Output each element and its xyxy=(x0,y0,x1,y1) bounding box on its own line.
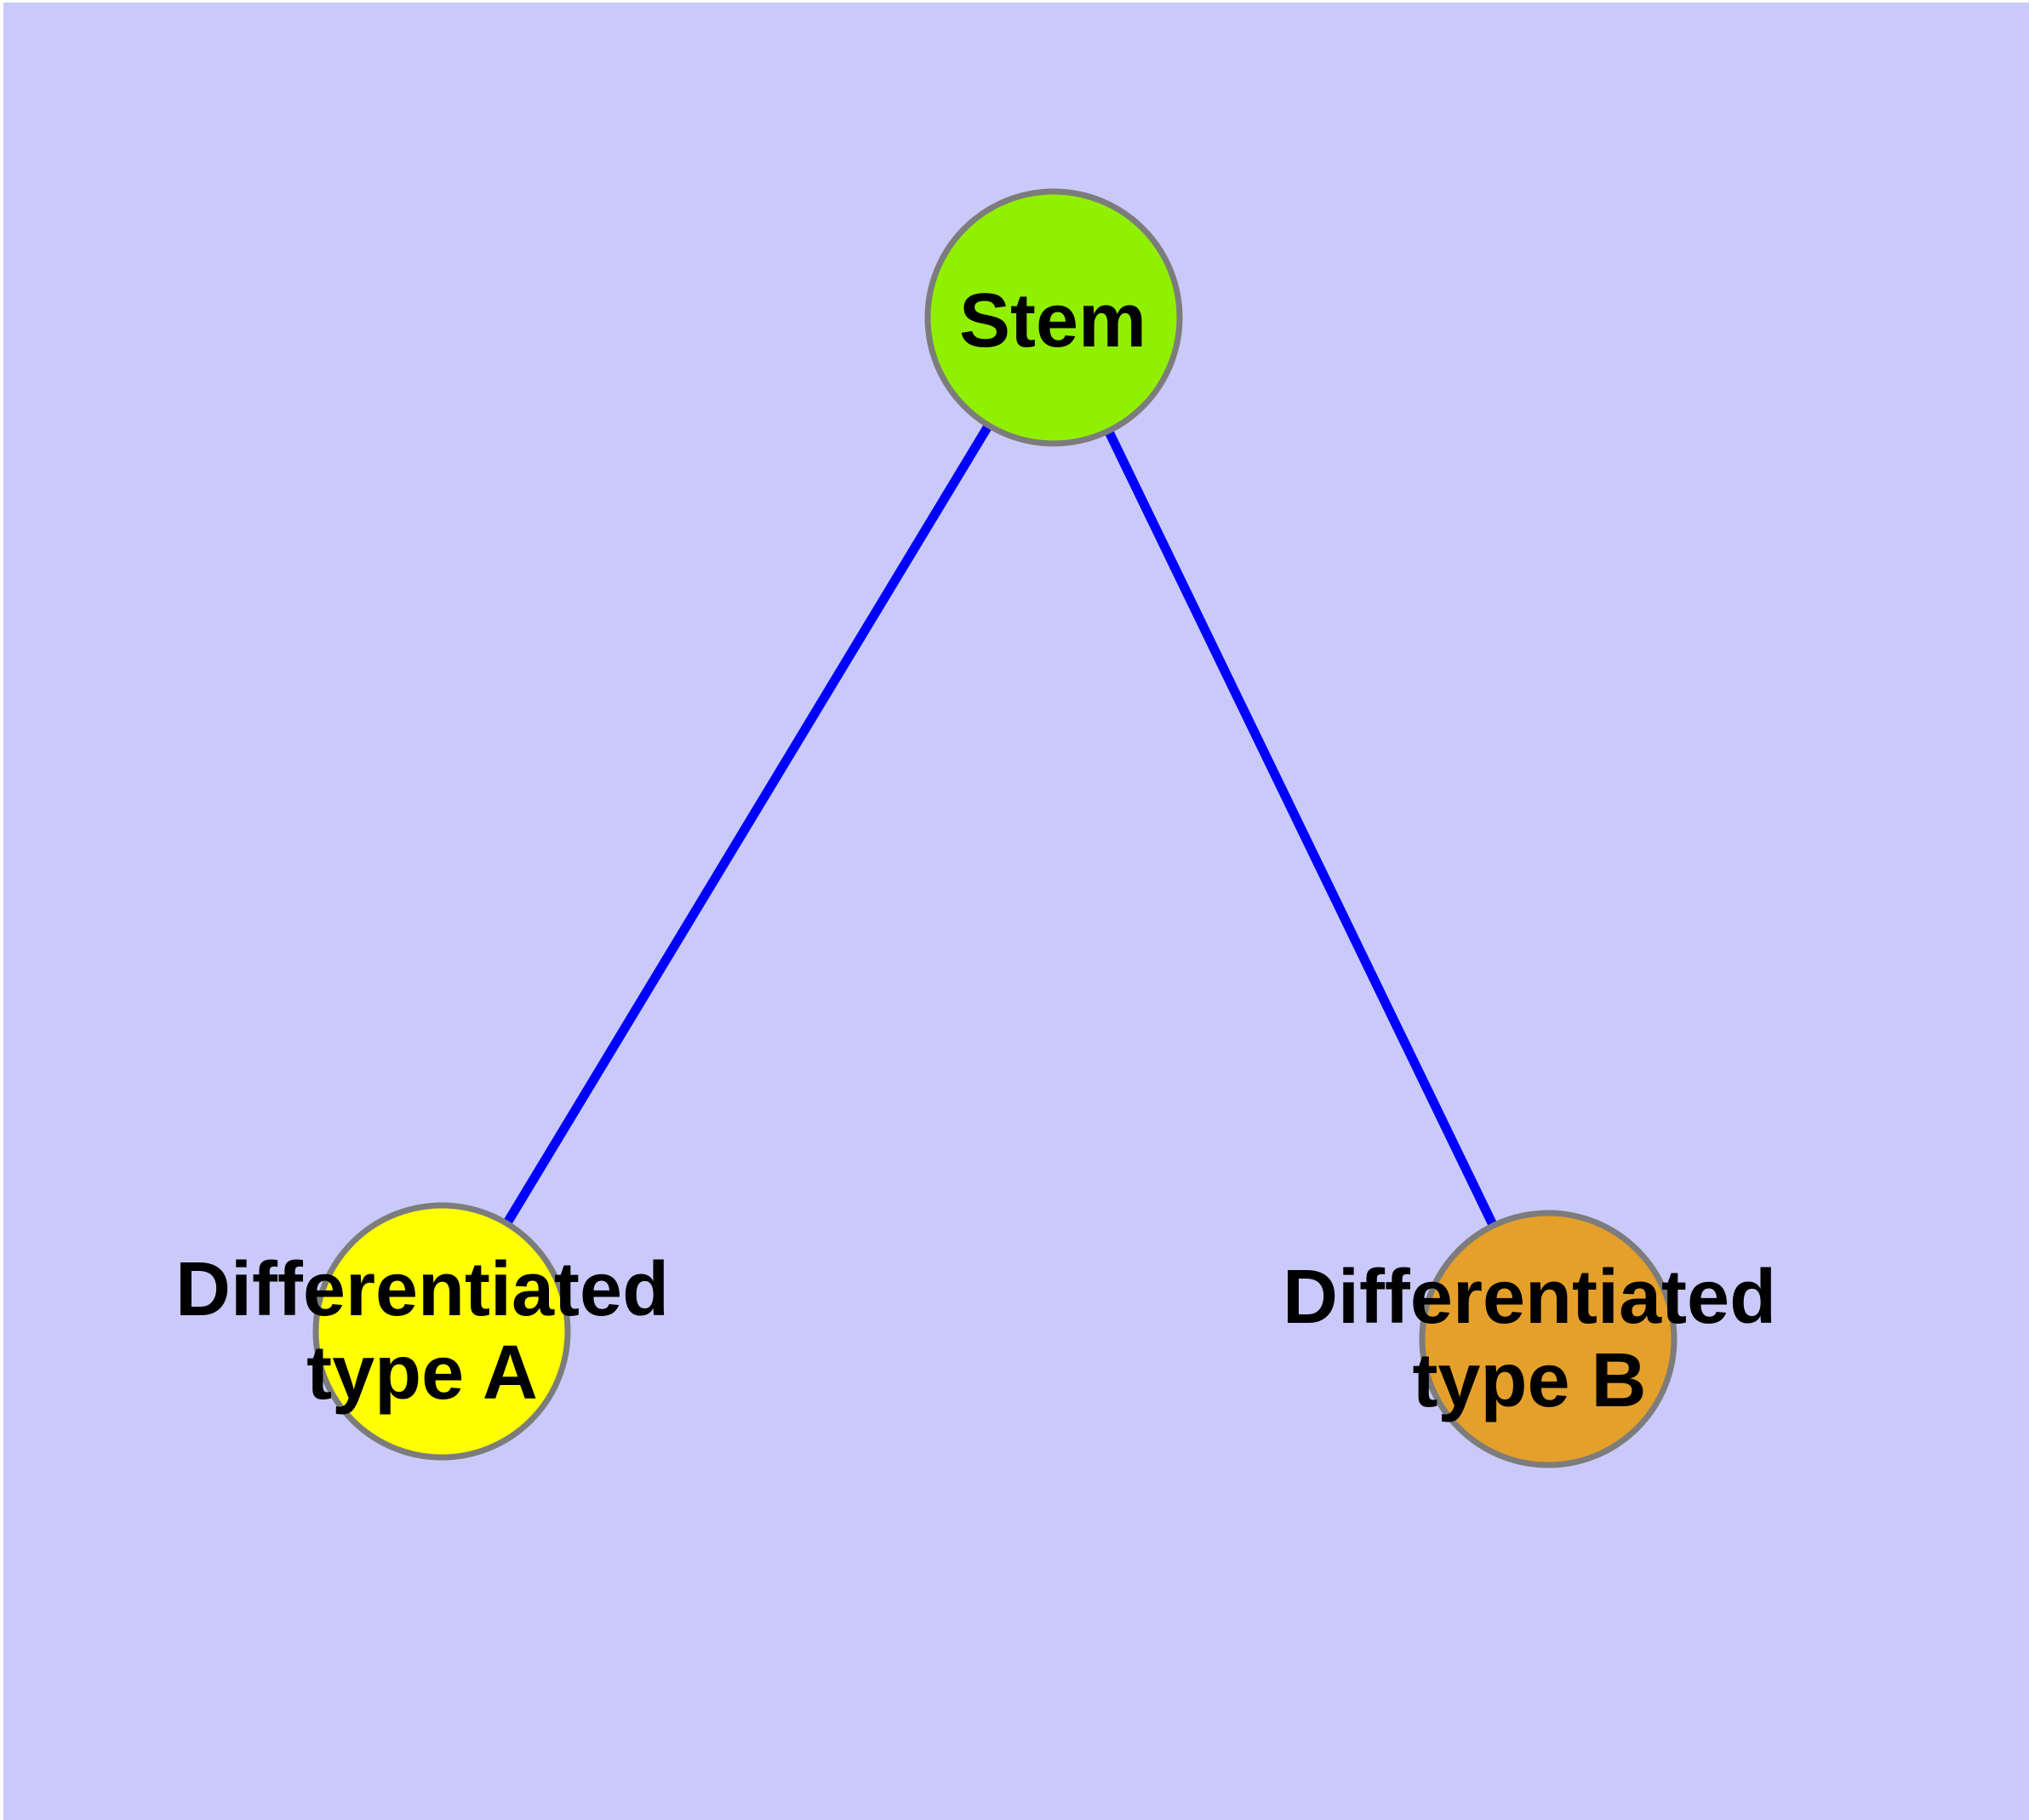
node-type-a-label-line2: type A xyxy=(306,1331,538,1416)
node-stem-circle xyxy=(924,188,1183,447)
node-type-b-circle xyxy=(1419,1210,1677,1468)
node-type-a-circle xyxy=(312,1202,571,1461)
node-type-b-label: Differentiated type B xyxy=(1283,1256,1776,1422)
node-type-a-label: Differentiated type A xyxy=(175,1248,669,1415)
node-type-b-label-line1: Differentiated xyxy=(1282,1255,1777,1340)
edge-stem-to-type-a xyxy=(437,315,1058,1334)
node-type-b-label-line2: type B xyxy=(1412,1338,1647,1423)
edge-stem-to-type-b xyxy=(1049,315,1552,1342)
node-type-a-label-line1: Differentiated xyxy=(174,1247,670,1332)
node-stem-label: Stem xyxy=(958,278,1147,363)
